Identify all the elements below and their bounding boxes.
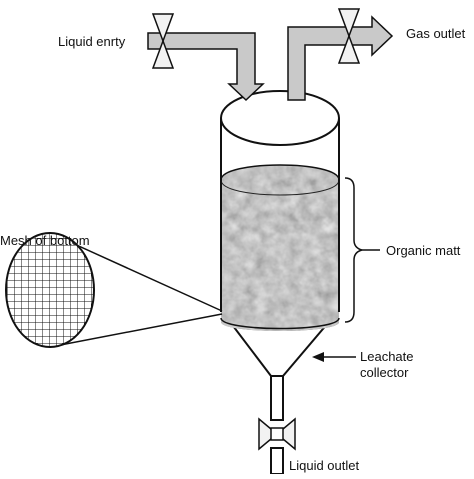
gas-outlet-pipe xyxy=(287,15,394,101)
liquid-entry-arrow xyxy=(147,32,265,102)
organic-brace xyxy=(344,177,363,323)
outlet-pipe xyxy=(270,375,284,475)
liquid-entry-pipe xyxy=(147,32,265,102)
organic-top-edge xyxy=(220,164,340,181)
label-liquid-entry: Liquid enrty xyxy=(58,34,126,49)
organic-texture xyxy=(221,165,339,331)
label-leachate: Leachate xyxy=(360,349,414,364)
label-collector: collector xyxy=(360,365,409,380)
label-mesh-of-bottom: Mesh of bottom xyxy=(0,233,90,248)
mesh-detail xyxy=(5,232,223,348)
leachate-pointer xyxy=(312,352,356,362)
mesh-grid xyxy=(6,233,94,347)
valve-icon xyxy=(258,417,296,451)
label-gas-outlet: Gas outlet xyxy=(406,26,466,41)
vessel-top-lid xyxy=(220,90,340,146)
label-liquid-outlet: Liquid outlet xyxy=(289,458,359,473)
valve-icon xyxy=(151,13,175,69)
gas-outlet-arrow xyxy=(287,15,394,101)
valve-icon xyxy=(337,8,361,64)
organic-top-rim xyxy=(220,179,340,196)
label-organic-matter: Organic matt xyxy=(386,243,461,258)
mesh-support-line xyxy=(220,317,340,330)
mesh-callout-lower xyxy=(49,313,223,348)
mesh-rim xyxy=(5,232,95,348)
organic-matter-bed xyxy=(221,165,339,331)
